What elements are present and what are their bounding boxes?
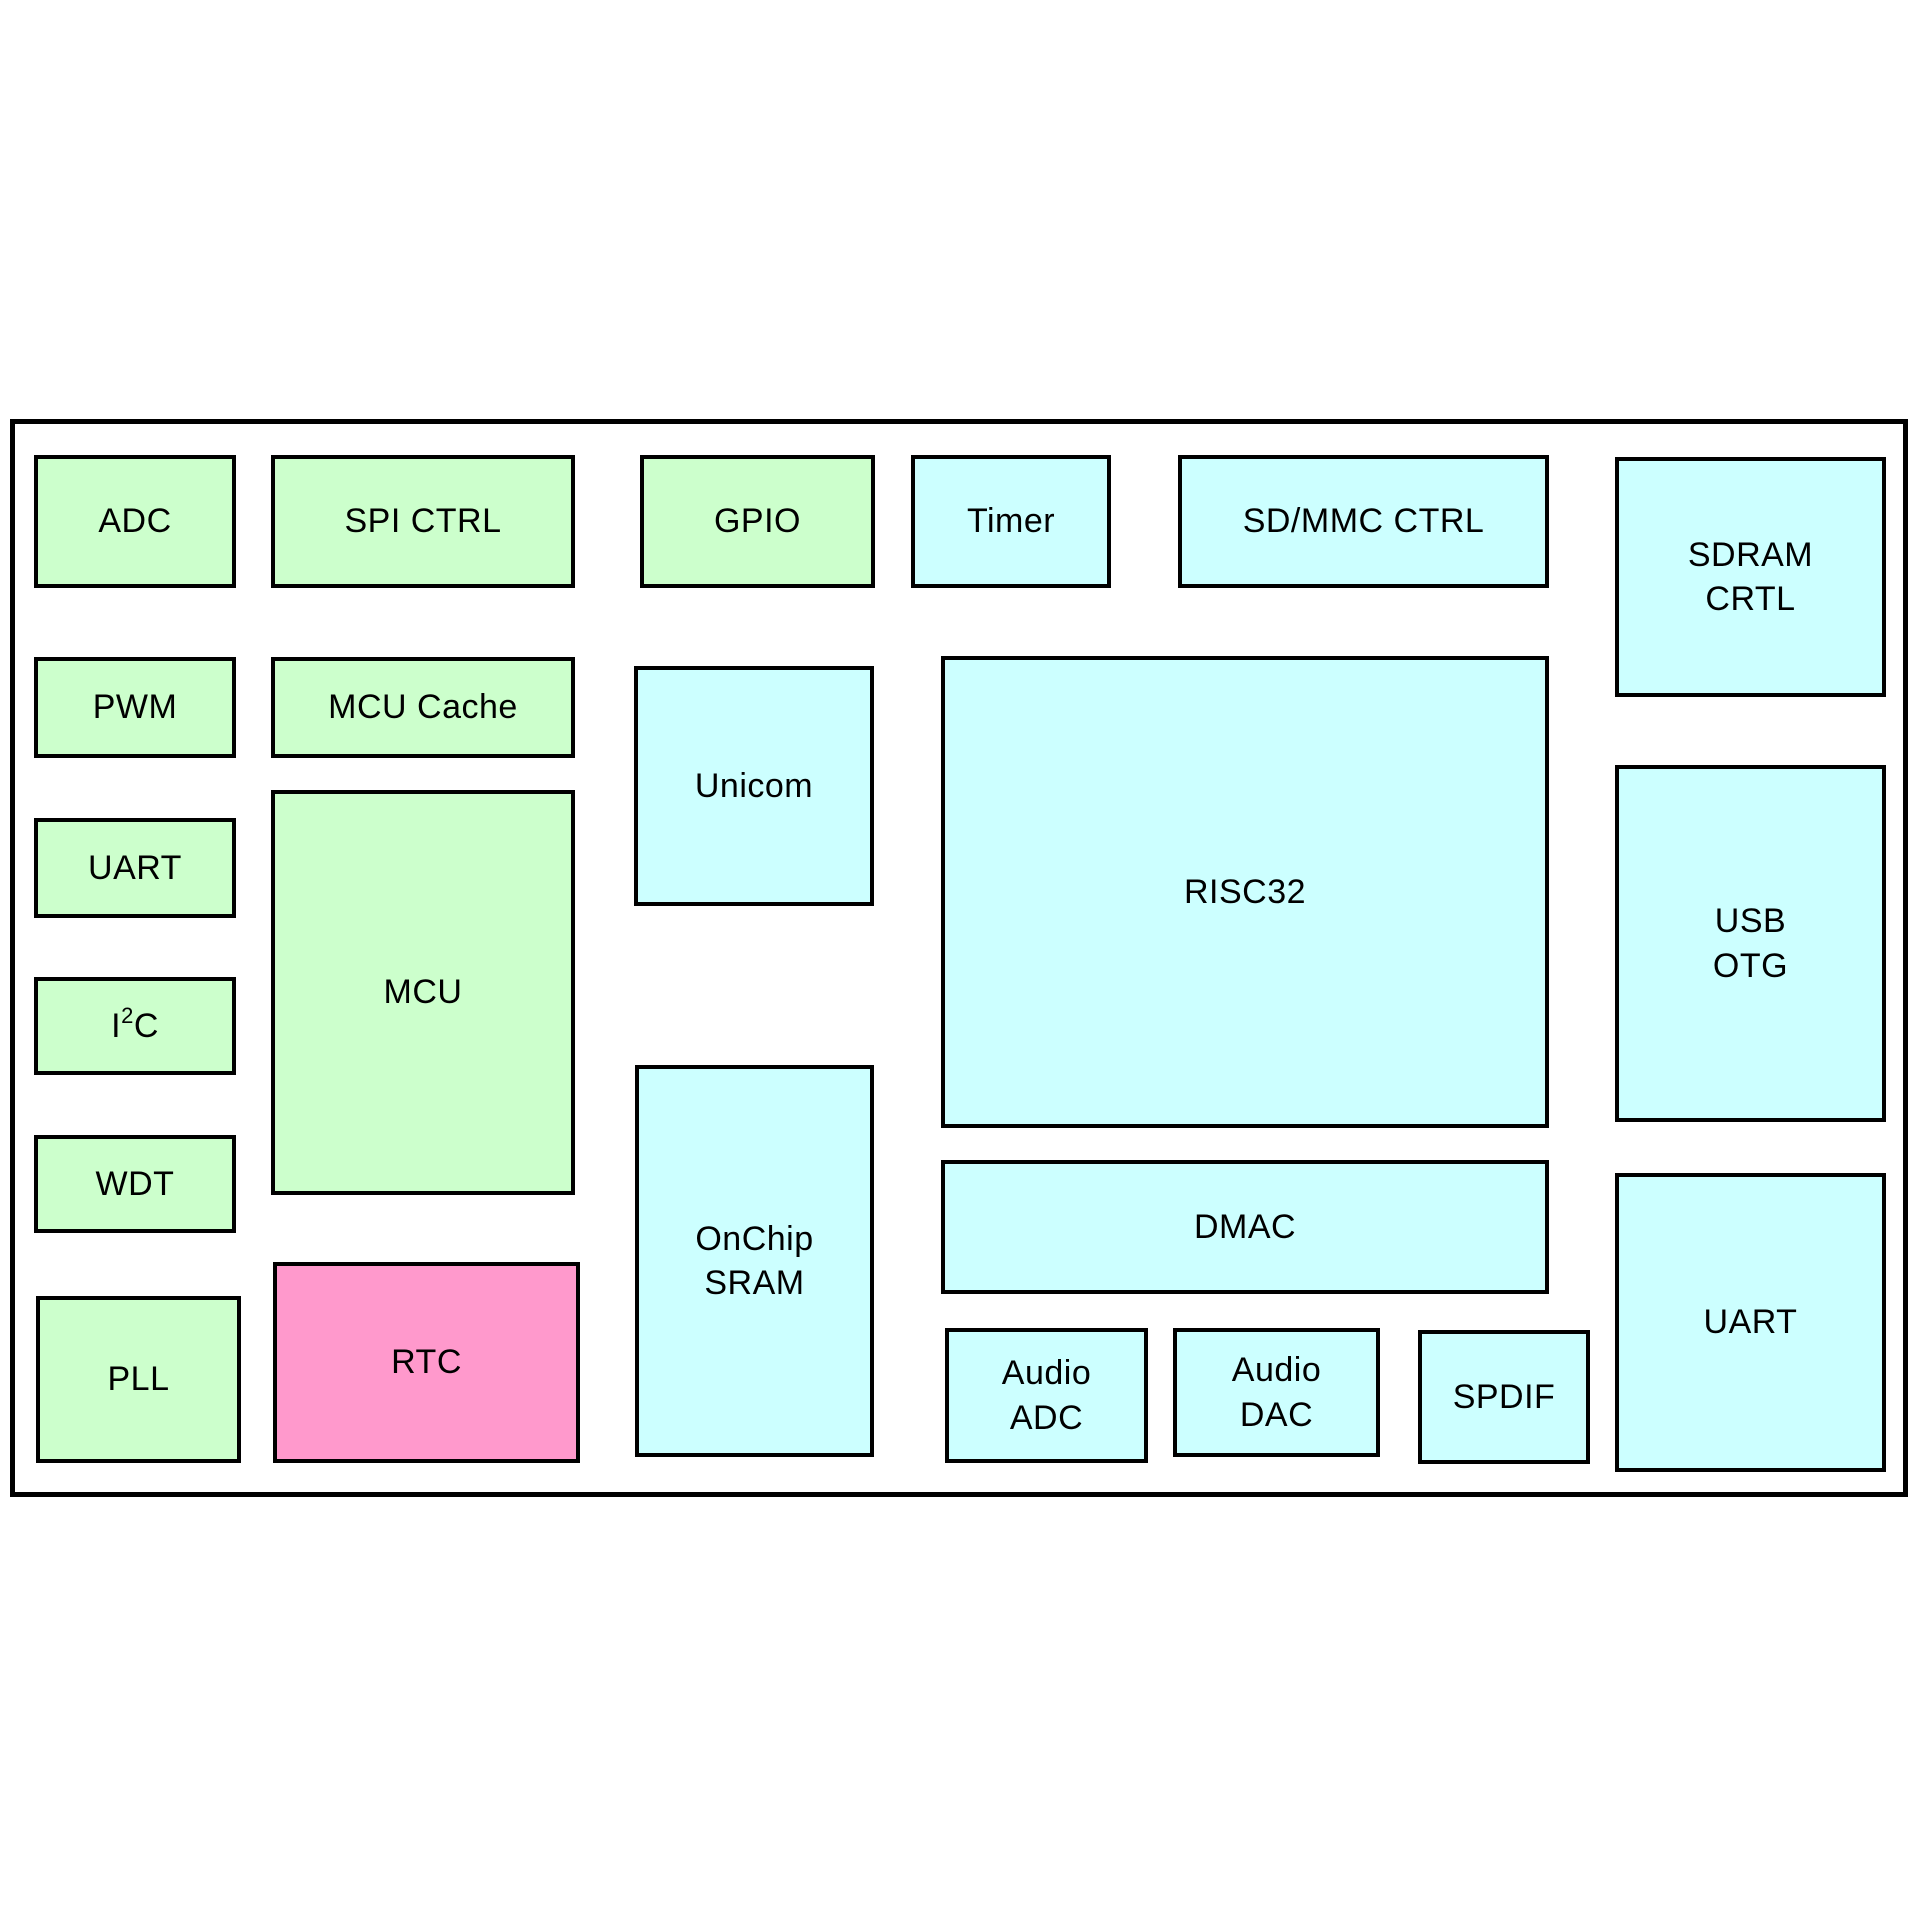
block-label: SDRAM CRTL [1687,535,1814,618]
block-usb-otg: USB OTG [1615,765,1886,1122]
block-wdt: WDT [34,1135,236,1233]
block-label: PLL [107,1360,170,1399]
block-onchip-sram: OnChip SRAM [635,1065,874,1457]
block-spdif: SPDIF [1418,1330,1590,1464]
block-label: MCU Cache [328,688,518,727]
block-label: USB OTG [1712,902,1789,985]
block-label: SD/MMC CTRL [1242,502,1485,541]
block-label: OnChip SRAM [695,1219,814,1302]
block-sdram-crtl: SDRAM CRTL [1615,457,1886,697]
block-label: MCU [383,973,463,1012]
block-dmac: DMAC [941,1160,1549,1294]
block-label: Audio DAC [1231,1351,1322,1434]
block-label: RISC32 [1183,872,1307,911]
block-label: Audio ADC [1001,1354,1092,1437]
block-timer: Timer [911,455,1111,588]
block-label: RTC [391,1343,462,1382]
block-label: Unicom [694,766,814,805]
block-label: SPI CTRL [344,502,502,541]
block-pwm: PWM [34,657,236,758]
block-spi-ctrl: SPI CTRL [271,455,575,588]
block-mcu: MCU [271,790,575,1195]
block-adc: ADC [34,455,236,588]
block-uart-left: UART [34,818,236,918]
block-label: GPIO [713,502,802,541]
block-label: Timer [966,502,1056,541]
block-label: WDT [95,1164,175,1203]
block-audio-dac: Audio DAC [1173,1328,1380,1457]
block-label: UART [88,848,182,887]
block-label: ADC [98,502,172,541]
block-sd-mmc-ctrl: SD/MMC CTRL [1178,455,1549,588]
block-label: SPDIF [1452,1377,1556,1416]
block-mcu-cache: MCU Cache [271,657,575,758]
block-unicom: Unicom [634,666,874,906]
block-label: PWM [92,688,178,727]
block-rtc: RTC [273,1262,580,1463]
block-label: UART [1703,1303,1798,1342]
block-gpio: GPIO [640,455,875,588]
block-label: DMAC [1193,1207,1297,1246]
block-label: I2C [111,1002,159,1045]
block-risc32: RISC32 [941,656,1549,1128]
block-audio-adc: Audio ADC [945,1328,1148,1463]
block-uart-right: UART [1615,1173,1886,1472]
block-pll: PLL [36,1296,241,1463]
block-i2c: I2C [34,977,236,1075]
